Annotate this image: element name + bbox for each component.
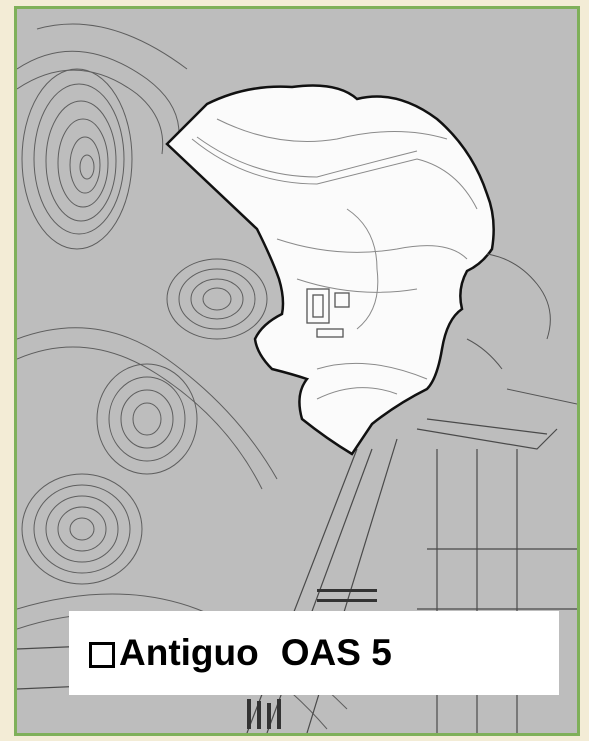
map-frame: Antiguo OAS 5 [14, 6, 580, 736]
map-caption: Antiguo OAS 5 [69, 611, 559, 695]
checkbox-icon [89, 642, 115, 668]
zone-contours [191, 118, 478, 400]
coastline [466, 253, 577, 405]
area-name: Antiguo [119, 632, 259, 673]
buildings [306, 288, 350, 338]
hill-contours-north [17, 23, 188, 250]
area-code: OAS 5 [280, 632, 392, 673]
study-area-polygon [165, 84, 495, 456]
hill-contours-center [96, 258, 268, 475]
